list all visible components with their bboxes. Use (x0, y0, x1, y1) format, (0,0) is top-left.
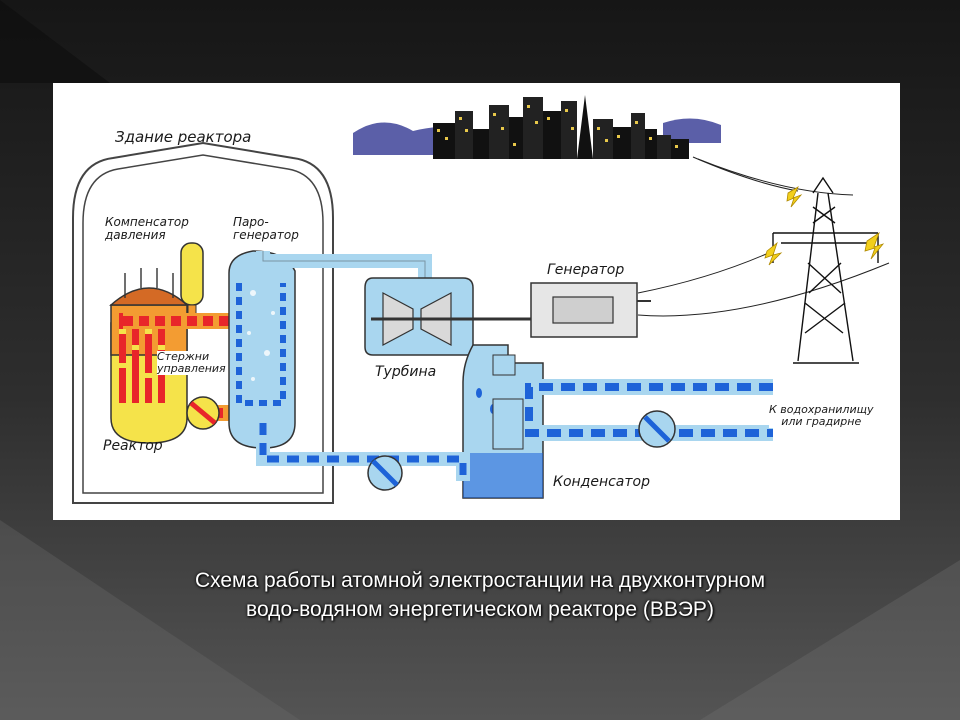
label-reactor: Реактор (103, 438, 163, 454)
caption-line-2: водо-водяном энергетическом реакторе (ВВ… (246, 598, 714, 621)
pressurizer (180, 242, 204, 320)
generator (530, 282, 651, 338)
label-control-rods: Стержни управления (157, 350, 226, 375)
label-generator: Генератор (547, 262, 625, 278)
steam-line (256, 251, 432, 293)
label-pressurizer: Компенсатор давления (105, 215, 189, 242)
power-lines (637, 156, 890, 317)
cooling-pump-icon (638, 410, 676, 448)
npp-diagram: Здание реактора Компенсатор давления Пар… (53, 83, 900, 520)
cooling-loop (492, 379, 773, 450)
feedwater-pump-icon (367, 455, 403, 491)
primary-pump-icon (186, 396, 220, 430)
label-condenser: Конденсатор (553, 474, 650, 490)
label-turbine: Турбина (375, 364, 437, 380)
city-skyline (353, 95, 721, 159)
turbine (364, 277, 531, 356)
slide-caption: Схема работы атомной электростанции на д… (60, 566, 900, 624)
feedwater-line (256, 423, 470, 481)
steam-generator (228, 250, 296, 449)
label-steam-generator: Паро- генератор (233, 215, 299, 242)
label-reactor-building: Здание реактора (115, 128, 252, 146)
transmission-tower (772, 176, 879, 364)
label-reservoir: К водохранилищу или градирне (769, 403, 874, 428)
lightning-icon (764, 185, 885, 266)
caption-line-1: Схема работы атомной электростанции на д… (194, 569, 766, 592)
